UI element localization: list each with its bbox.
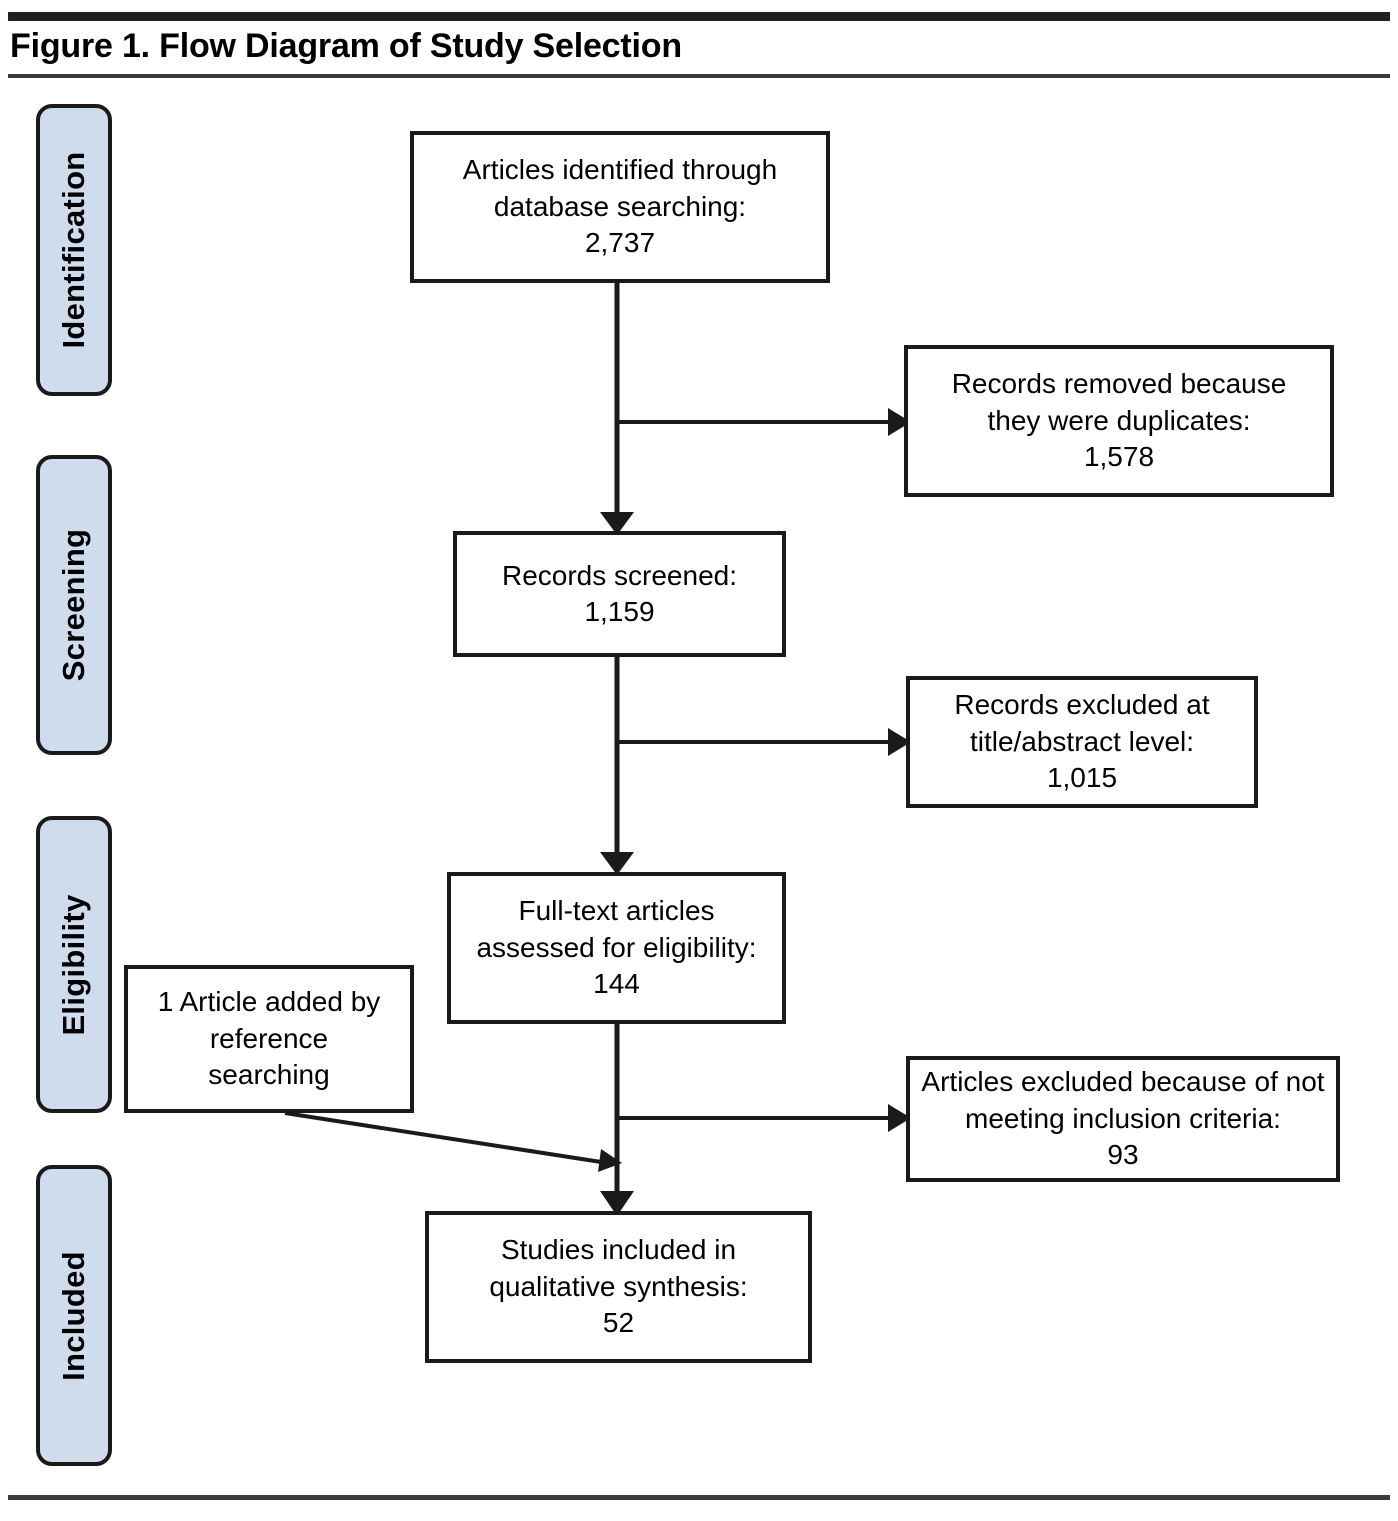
bottom-rule xyxy=(8,1495,1390,1500)
box-fulltext-assessed-line2: assessed for eligibility: xyxy=(476,931,757,963)
box-articles-identified-text: Articles identified through database sea… xyxy=(453,152,787,261)
box-fulltext-assessed-line1: Full-text articles xyxy=(518,895,715,927)
box-articles-excluded-text: Articles excluded because of not meeting… xyxy=(911,1064,1334,1173)
box-articles-excluded-line1: Articles excluded because of not xyxy=(921,1066,1325,1098)
title-underline-rule xyxy=(8,74,1390,78)
box-records-excluded-line1: Records excluded at xyxy=(954,689,1210,721)
box-duplicates-removed-text: Records removed because they were duplic… xyxy=(942,366,1297,475)
box-fulltext-assessed-count: 144 xyxy=(593,968,640,1000)
stage-eligibility-label: Eligibility xyxy=(56,893,91,1036)
box-included-qualitative-text: Studies included in qualitative synthesi… xyxy=(479,1232,757,1341)
box-reference-added-line2: reference xyxy=(209,1022,329,1054)
box-included-qualitative-line1: Studies included in xyxy=(500,1234,737,1266)
box-articles-identified: Articles identified through database sea… xyxy=(410,131,830,283)
box-articles-excluded: Articles excluded because of not meeting… xyxy=(906,1056,1340,1182)
box-records-screened-text: Records screened: 1,159 xyxy=(492,558,747,631)
box-records-screened: Records screened: 1,159 xyxy=(453,531,786,657)
box-duplicates-removed-count: 1,578 xyxy=(1083,441,1155,473)
box-duplicates-removed-line2: they were duplicates: xyxy=(987,404,1251,436)
stage-identification-label: Identification xyxy=(56,151,91,349)
arrowhead-reference-added xyxy=(598,1149,622,1172)
box-fulltext-assessed: Full-text articles assessed for eligibil… xyxy=(447,872,786,1024)
stage-screening: Screening xyxy=(36,455,112,755)
box-included-qualitative-count: 52 xyxy=(602,1307,635,1339)
box-articles-identified-count: 2,737 xyxy=(584,227,656,259)
box-reference-added: 1 Article added by reference searching xyxy=(124,965,414,1113)
box-articles-excluded-count: 93 xyxy=(1107,1139,1139,1171)
box-records-excluded-count: 1,015 xyxy=(1046,762,1118,794)
box-articles-identified-line2: database searching: xyxy=(493,190,747,222)
box-duplicates-removed-line1: Records removed because xyxy=(951,368,1287,400)
stage-included-label: Included xyxy=(56,1250,91,1381)
edge-reference-to-included xyxy=(284,1111,602,1164)
box-included-qualitative: Studies included in qualitative synthesi… xyxy=(425,1211,812,1363)
box-articles-identified-line1: Articles identified through xyxy=(462,154,778,186)
box-fulltext-assessed-text: Full-text articles assessed for eligibil… xyxy=(466,893,766,1002)
box-included-qualitative-line2: qualitative synthesis: xyxy=(489,1270,748,1302)
stage-identification: Identification xyxy=(36,104,112,396)
box-records-screened-line1: Records screened: xyxy=(501,559,737,591)
box-reference-added-line1: 1 Article added by xyxy=(157,986,381,1018)
stage-eligibility: Eligibility xyxy=(36,816,112,1113)
box-records-excluded-line2: title/abstract level: xyxy=(969,725,1195,757)
box-articles-excluded-line2: meeting inclusion criteria: xyxy=(965,1102,1281,1134)
figure-title: Figure 1. Flow Diagram of Study Selectio… xyxy=(10,27,682,65)
top-rule xyxy=(8,12,1390,21)
stage-screening-label: Screening xyxy=(56,528,91,682)
box-records-excluded: Records excluded at title/abstract level… xyxy=(906,676,1258,808)
box-reference-added-line3: searching xyxy=(208,1059,330,1091)
box-duplicates-removed: Records removed because they were duplic… xyxy=(904,345,1334,497)
box-reference-added-text: 1 Article added by reference searching xyxy=(148,984,391,1093)
stage-included: Included xyxy=(36,1165,112,1466)
box-records-screened-count: 1,159 xyxy=(584,596,655,627)
box-records-excluded-text: Records excluded at title/abstract level… xyxy=(944,687,1219,796)
